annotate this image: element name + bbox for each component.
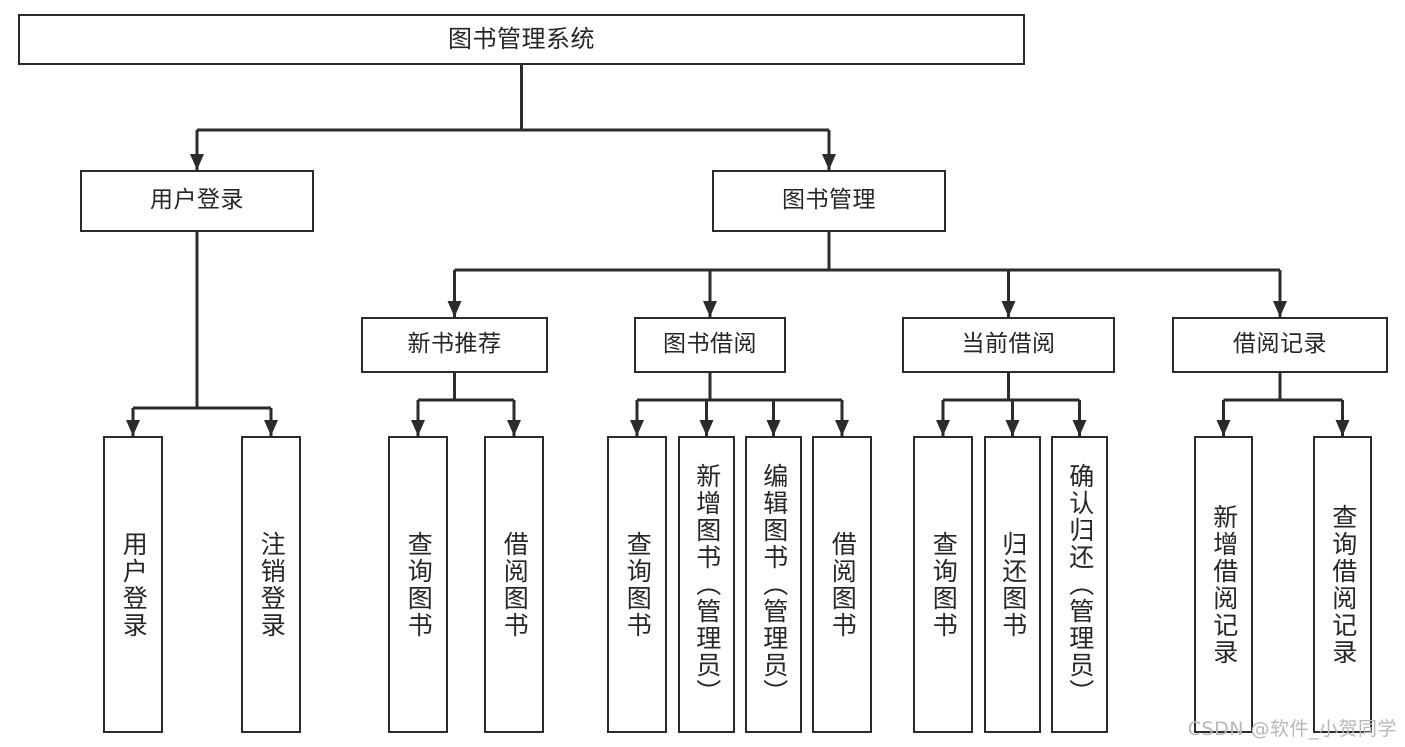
arrowhead [411, 420, 425, 436]
watermark: CSDN @软件_小贺同学 [1187, 718, 1397, 740]
arrowhead [1335, 420, 1350, 436]
node-borrow-record: 借阅记录 [1172, 317, 1388, 373]
node-label: 图书管理系统 [448, 25, 595, 54]
node-book-borrow: 图书借阅 [634, 317, 786, 373]
node-book-manage: 图书管理 [712, 170, 946, 232]
node-label: 新增图书（管理员） [692, 463, 722, 706]
node-leaf-query-record: 查询借阅记录 [1313, 436, 1372, 733]
arrowhead [1005, 420, 1020, 436]
node-label: 用户登录 [119, 530, 149, 639]
node-label: 借阅图书 [500, 530, 530, 639]
node-label: 新书推荐 [407, 331, 502, 358]
node-new-book-rec: 新书推荐 [361, 317, 548, 373]
node-leaf-query-book-1: 查询图书 [388, 436, 448, 733]
node-label: 新增借阅记录 [1209, 503, 1239, 666]
arrowhead [835, 420, 849, 436]
node-label: 确认归还（管理员） [1065, 463, 1095, 706]
arrowhead [126, 420, 140, 436]
node-leaf-return-book: 归还图书 [984, 436, 1041, 733]
arrowhead [822, 154, 836, 170]
node-label: 图书管理 [782, 187, 876, 214]
node-leaf-edit-book: 编辑图书（管理员） [745, 436, 802, 733]
node-label: 查询图书 [623, 530, 653, 639]
arrowhead [1273, 301, 1287, 317]
node-user-login: 用户登录 [80, 170, 314, 232]
node-label: 编辑图书（管理员） [759, 463, 789, 706]
node-label: 图书借阅 [663, 331, 757, 358]
node-label: 查询借阅记录 [1328, 503, 1358, 666]
arrowhead [1216, 420, 1231, 436]
node-leaf-borrow-book-1: 借阅图书 [484, 436, 544, 733]
arrowhead [264, 420, 278, 436]
arrowhead [936, 420, 950, 436]
node-leaf-borrow-book-2: 借阅图书 [812, 436, 872, 733]
arrowhead [1072, 420, 1087, 436]
arrowhead [447, 301, 462, 317]
arrowhead [699, 420, 714, 436]
arrowhead [703, 301, 717, 317]
arrowhead [1001, 301, 1016, 317]
node-label: 注销登录 [257, 530, 287, 639]
arrowhead [507, 420, 521, 436]
node-label: 归还图书 [998, 530, 1028, 639]
node-current-borrow: 当前借阅 [902, 317, 1115, 373]
node-leaf-query-book-2: 查询图书 [607, 436, 667, 733]
node-label: 借阅记录 [1233, 331, 1327, 358]
node-root: 图书管理系统 [18, 14, 1025, 65]
node-label: 查询图书 [929, 530, 959, 639]
node-leaf-add-record: 新增借阅记录 [1194, 436, 1253, 733]
arrowhead [190, 154, 204, 170]
node-label: 用户登录 [150, 187, 244, 214]
arrowhead [766, 420, 781, 436]
node-leaf-logout: 注销登录 [241, 436, 301, 733]
node-label: 当前借阅 [961, 331, 1056, 358]
arrowhead [630, 420, 644, 436]
node-label: 查询图书 [404, 530, 434, 639]
node-label: 借阅图书 [828, 530, 858, 639]
node-leaf-user-login: 用户登录 [103, 436, 163, 733]
node-leaf-confirm-return: 确认归还（管理员） [1051, 436, 1108, 733]
node-leaf-add-book: 新增图书（管理员） [678, 436, 735, 733]
node-leaf-query-book-3: 查询图书 [913, 436, 973, 733]
